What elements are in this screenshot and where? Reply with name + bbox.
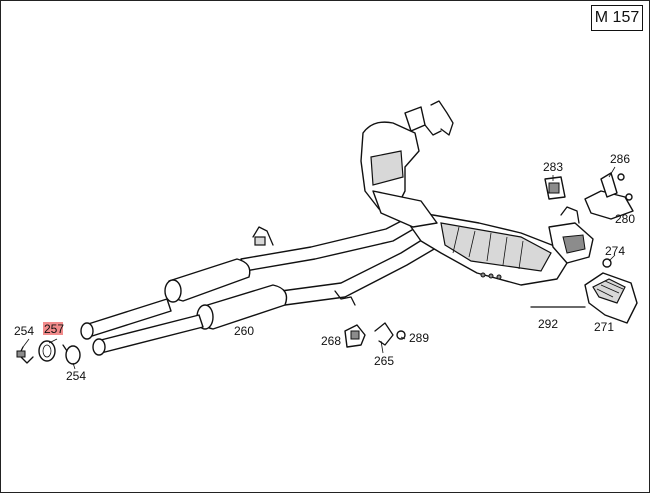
upper-muffler-end-cap [164, 279, 182, 303]
right-manifold-bracket [560, 206, 580, 224]
converter-bolt [496, 274, 502, 280]
callout-257-highlight [43, 322, 63, 335]
right-manifold-flange [562, 234, 586, 254]
callout-286: 286 [610, 152, 630, 166]
callout-257: 257 [44, 322, 64, 336]
y-pipe-junction [372, 190, 438, 228]
converter-bolt [488, 273, 494, 279]
left-manifold-flange [404, 106, 426, 132]
upper-pipe-hanger [252, 226, 274, 246]
converter-bolt [480, 272, 486, 278]
callout-254-left: 254 [14, 324, 34, 338]
upper-tail-pipe-tip [80, 322, 94, 340]
callout-271: 271 [594, 320, 614, 334]
actuator-part-271 [584, 272, 638, 324]
bracket-part-280 [584, 172, 634, 220]
clamp-part-254-right [62, 344, 81, 365]
callout-254-right: 254 [66, 369, 86, 383]
callout-260: 260 [234, 324, 254, 338]
callout-289: 289 [409, 331, 429, 345]
lower-pipe-hanger [334, 290, 356, 306]
model-code-badge: M 157 [591, 5, 643, 31]
clamp-part-265 [374, 322, 394, 346]
callout-268: 268 [321, 334, 341, 348]
rear-exhaust-assembly [80, 216, 442, 356]
bracket-part-283 [544, 176, 566, 200]
lower-tail-pipe-tip [92, 338, 106, 356]
callout-283: 283 [543, 160, 563, 174]
callout-265: 265 [374, 354, 394, 368]
callout-labels: 254 257 254 260 268 265 289 283 286 280 … [14, 152, 635, 383]
converter-ribs [452, 226, 524, 270]
callout-274: 274 [605, 244, 625, 258]
left-manifold-bracket [430, 100, 454, 136]
converter-heat-shield [440, 222, 552, 272]
ring-part-257 [38, 340, 56, 362]
callout-292: 292 [538, 317, 558, 331]
clamp-part-254-left [16, 346, 34, 364]
left-manifold-stud [424, 124, 442, 136]
callout-280: 280 [615, 212, 635, 226]
upper-pipe-hanger-bracket [254, 236, 266, 246]
nut-part-289 [396, 330, 406, 340]
front-exhaust-assembly [360, 100, 594, 286]
left-manifold-heat-shield [370, 150, 404, 186]
bracket-part-268 [344, 324, 366, 348]
leader-lines [22, 166, 616, 370]
